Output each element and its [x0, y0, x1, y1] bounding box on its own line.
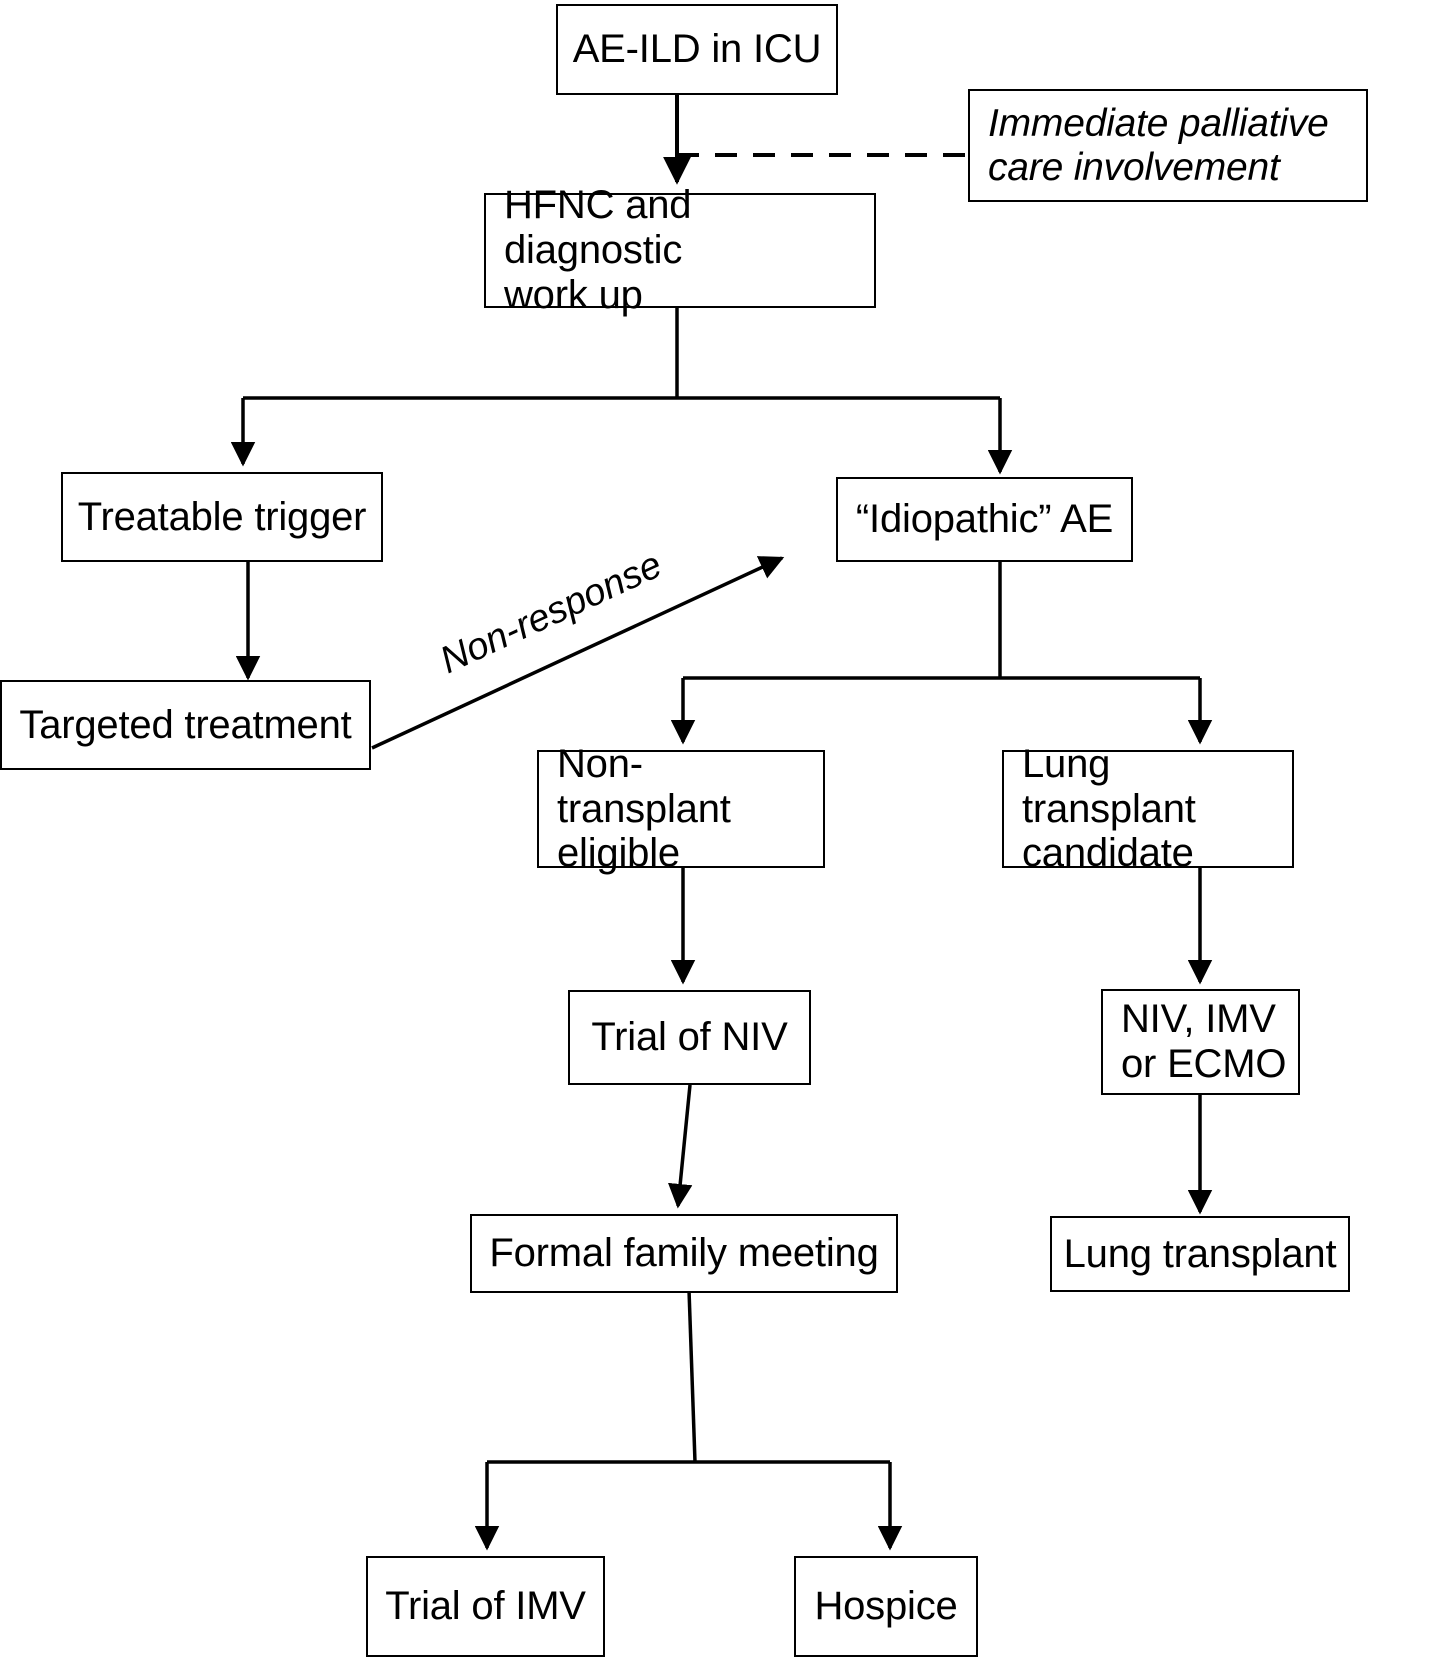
node-lung-transplant[interactable]: Lung transplant: [1050, 1216, 1350, 1292]
node-ae-ild-icu[interactable]: AE-ILD in ICU: [556, 4, 838, 95]
node-lung-transplant-candidate[interactable]: Lung transplant candidate: [1002, 742, 1294, 875]
node-niv-imv-or-ecmo[interactable]: NIV, IMV or ECMO: [1101, 989, 1300, 1095]
node-formal-family-meeting[interactable]: Formal family meeting: [470, 1214, 898, 1293]
node-idiopathic-ae[interactable]: “Idiopathic” AE: [836, 477, 1133, 562]
node-targeted-treatment[interactable]: Targeted treatment: [0, 680, 371, 770]
node-hospice[interactable]: Hospice: [794, 1556, 978, 1657]
node-immediate-palliative-care[interactable]: Immediate palliative care involvement: [968, 89, 1368, 202]
node-treatable-trigger[interactable]: Treatable trigger: [61, 472, 383, 562]
edge-nonresponse: [371, 556, 785, 750]
edge-familymeeting-bus: [687, 1289, 697, 1463]
node-non-transplant-eligible[interactable]: Non-transplant eligible: [537, 742, 825, 875]
node-trial-of-imv[interactable]: Trial of IMV: [366, 1556, 605, 1657]
node-trial-of-niv[interactable]: Trial of NIV: [568, 990, 811, 1085]
edge-trialniv-to-familymeeting: [667, 1084, 693, 1209]
node-hfnc-diagnostic-workup[interactable]: HFNC and diagnostic work up: [484, 183, 876, 317]
